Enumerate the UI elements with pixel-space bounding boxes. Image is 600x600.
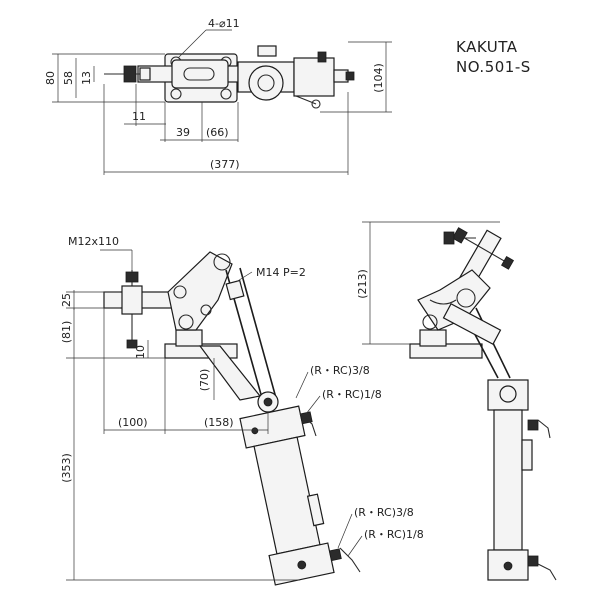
hole-callout-leader <box>177 29 207 59</box>
dim-158-text: (158) <box>204 416 234 429</box>
dim-39-text: 39 <box>176 126 190 139</box>
dim-70-text: (70) <box>198 369 211 392</box>
open-handle-knob <box>443 231 455 245</box>
port-fitting <box>299 411 313 425</box>
cylinder-bolt <box>297 560 307 570</box>
open-sensor <box>521 439 533 471</box>
maker-name: KAKUTA <box>456 38 518 56</box>
rod-thread-leader <box>235 271 253 283</box>
spindle-holder <box>121 285 143 315</box>
mount-hole <box>170 88 182 100</box>
top-spindle-nut <box>123 65 137 83</box>
dim-66-text: (66) <box>206 126 229 139</box>
pivot <box>173 285 187 299</box>
open-elbow <box>537 419 551 439</box>
open-cap-bolt <box>503 561 513 571</box>
top-cylinder-body <box>248 65 284 101</box>
pivot <box>200 304 212 316</box>
top-fitting-dark <box>317 51 327 63</box>
open-port-fitting <box>527 419 539 431</box>
top-cylinder-rod <box>257 74 275 92</box>
open-spindle-nut <box>452 227 468 244</box>
port-label-4: (R・RC)1/8 <box>364 528 424 541</box>
link-plate <box>167 251 233 331</box>
top-tube <box>295 95 317 105</box>
open-base-block <box>419 329 447 347</box>
rod-thread-callout: M14 P=2 <box>256 266 306 279</box>
dim-81-text: (81) <box>60 321 73 344</box>
air-fitting-elbow <box>299 413 317 437</box>
dim-377-text: (377) <box>210 158 240 171</box>
port-leader <box>347 535 363 557</box>
top-tube-end <box>311 99 321 109</box>
top-view: 4-⌀11 80 58 13 (104) 11 39 (66) (377) <box>44 17 392 175</box>
open-pivot <box>456 288 476 308</box>
open-trunnion <box>499 385 517 403</box>
side-view-open: (213) <box>356 221 557 581</box>
top-fitting <box>257 45 277 57</box>
dim-104-text: (104) <box>372 63 385 93</box>
top-cylinder-end <box>293 57 335 97</box>
sensor-strip <box>306 493 325 527</box>
piston-rod <box>239 267 277 399</box>
air-cylinder <box>239 405 342 586</box>
title-block: KAKUTA NO.501-S <box>456 38 531 76</box>
top-slot <box>183 67 215 81</box>
open-port-fitting <box>527 555 539 567</box>
open-link-plate <box>417 269 491 331</box>
open-pivot <box>422 314 438 330</box>
open-link-arm <box>442 302 502 346</box>
port-leader <box>305 395 321 415</box>
side-base-block <box>175 329 203 347</box>
port-fitting <box>328 548 342 562</box>
trunnion-pin <box>263 397 273 407</box>
port-label-3: (R・RC)3/8 <box>354 506 414 519</box>
spindle-nut-top <box>125 271 139 283</box>
top-spindle-washer <box>139 67 151 81</box>
dim-80-text: 80 <box>44 71 57 85</box>
mount-hole <box>220 88 232 100</box>
dim-213-text: (213) <box>356 269 369 299</box>
top-link-block <box>171 59 229 89</box>
open-hook <box>429 299 457 305</box>
side-view-closed: M12x110 M14 P=2 (R・RC)3/8 (R・RC)1/8 (R・R… <box>60 235 424 586</box>
open-spindle-nut <box>501 255 515 270</box>
hole-callout-text: 4-⌀11 <box>208 17 240 30</box>
dim-25-text: 25 <box>60 293 73 307</box>
open-elbow <box>537 563 557 581</box>
dim-10-text: 10 <box>134 345 147 359</box>
rod-nut <box>225 279 245 301</box>
model-number: NO.501-S <box>456 58 531 76</box>
port-leader <box>337 513 353 549</box>
port-label-2: (R・RC)1/8 <box>322 388 382 401</box>
dim-11-text: 11 <box>132 110 146 123</box>
dim-353-text: (353) <box>60 453 73 483</box>
port-label-1: (R・RC)3/8 <box>310 364 370 377</box>
pivot <box>178 314 194 330</box>
open-cylinder-tube <box>493 409 523 551</box>
spindle-callout: M12x110 <box>68 235 119 248</box>
port-leader <box>295 371 309 399</box>
top-port-cap <box>345 71 355 81</box>
spindle-nut-bottom <box>126 339 138 349</box>
pivot <box>213 253 231 271</box>
dim-13-text: 13 <box>80 71 93 85</box>
open-spindle <box>457 233 510 265</box>
air-fitting-elbow <box>339 547 361 573</box>
dim-100-text: (100) <box>118 416 148 429</box>
dim-58-text: 58 <box>62 71 75 85</box>
